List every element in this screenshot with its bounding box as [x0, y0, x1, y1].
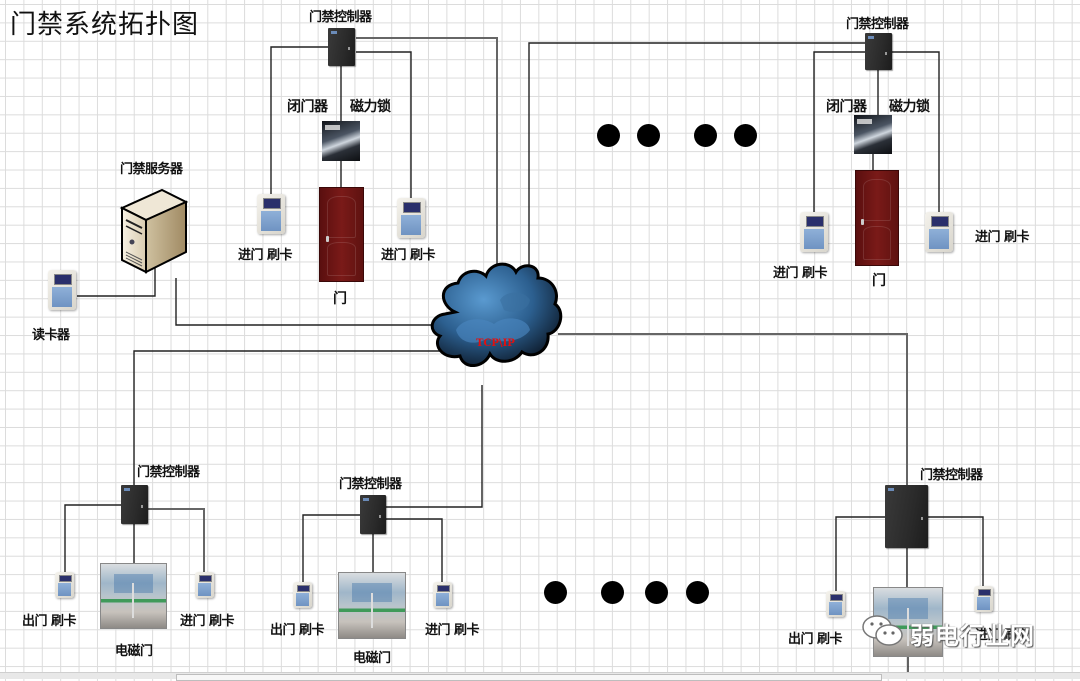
bm-access-controller: [360, 495, 386, 534]
br-card-reader-right: [974, 586, 993, 612]
ellipsis-dot: [694, 124, 717, 147]
card-reader-server: [48, 270, 76, 310]
watermark-text: 弱电行业网: [910, 621, 1035, 650]
wire-server-cloud: [175, 278, 445, 326]
br-card-reader-left: [826, 591, 845, 617]
bl-glass-door: [100, 563, 167, 629]
tr-door: [855, 170, 899, 266]
tl-closer-label: 闭门器: [287, 99, 328, 115]
tl-card-reader-right: [397, 198, 425, 238]
wire-br-controller-left-reader: [835, 516, 886, 592]
ellipsis-dot: [734, 124, 757, 147]
wire-br-controller-cloud: [558, 333, 908, 486]
wire-br-controller-right-reader: [928, 516, 984, 588]
bm-glass-door: [338, 572, 406, 639]
bm-door-label: 电磁门: [353, 651, 391, 666]
tr-magnetic-lock: [854, 115, 892, 154]
tl-access-controller: [328, 28, 355, 66]
wire-bl-controller-right-reader: [148, 508, 205, 574]
tr-reader-right-label: 进门 刷卡: [975, 230, 1030, 245]
tr-access-controller: [865, 33, 892, 70]
tl-door-label: 门: [333, 291, 347, 307]
server-label: 门禁服务器: [120, 162, 183, 177]
ellipsis-dot: [686, 581, 709, 604]
tr-card-reader-right: [925, 212, 953, 252]
tr-closer-label: 闭门器: [826, 99, 867, 115]
bm-reader-right-label: 进门 刷卡: [425, 623, 480, 638]
wire-reader-server: [77, 268, 156, 297]
tr-lock-label: 磁力锁: [889, 99, 930, 115]
tl-controller-label: 门禁控制器: [309, 10, 372, 25]
watermark: 弱电行业网: [862, 614, 1035, 652]
tl-reader-left-label: 进门 刷卡: [238, 248, 293, 263]
horizontal-scrollbar[interactable]: [0, 672, 1080, 681]
br-access-controller: [885, 485, 928, 548]
server-icon: [118, 186, 190, 278]
bm-card-reader-left: [293, 582, 312, 608]
tl-lock-label: 磁力锁: [350, 99, 391, 115]
wechat-icon: [862, 614, 904, 652]
network-label: TCP\IP: [476, 338, 515, 349]
ellipsis-dot: [637, 124, 660, 147]
wire-bl-controller-cloud: [133, 350, 445, 487]
bl-access-controller: [121, 485, 148, 524]
ellipsis-dot: [544, 581, 567, 604]
wire-tr-controller-left-reader: [813, 51, 866, 213]
br-reader-right-label: 进门 刷卡: [975, 628, 1030, 643]
tl-magnetic-lock: [322, 121, 360, 161]
ellipsis-dot: [601, 581, 624, 604]
card-reader-label: 读卡器: [32, 328, 70, 343]
page-title: 门禁系统拓扑图: [10, 10, 200, 40]
bl-reader-right-label: 进门 刷卡: [180, 614, 235, 629]
bl-reader-left-label: 出门 刷卡: [22, 614, 77, 629]
bl-door-label: 电磁门: [115, 644, 153, 659]
bl-controller-label: 门禁控制器: [137, 465, 200, 480]
tr-card-reader-left: [800, 212, 828, 252]
wire-bm-controller-right-reader: [386, 518, 443, 583]
br-reader-left-label: 出门 刷卡: [788, 632, 843, 647]
wire-tl-controller-left-reader: [270, 46, 328, 194]
bm-reader-left-label: 出门 刷卡: [270, 623, 325, 638]
tl-reader-right-label: 进门 刷卡: [381, 248, 436, 263]
ellipsis-dot: [645, 581, 668, 604]
tr-controller-label: 门禁控制器: [846, 17, 909, 32]
wire-bl-controller-left-reader: [64, 504, 121, 574]
wire-tr-controller-cloud: [528, 42, 866, 290]
tl-card-reader-left: [257, 194, 285, 234]
ellipsis-dot: [597, 124, 620, 147]
scrollbar-thumb[interactable]: [176, 674, 882, 681]
tr-door-label: 门: [872, 273, 886, 289]
wire-tr-controller-right-reader: [892, 51, 940, 212]
wire-tl-controller-right-reader: [356, 51, 412, 198]
wire-bm-controller-cloud: [386, 385, 483, 508]
wire-tl-controller-cloud: [356, 37, 498, 298]
network-cloud: [430, 262, 563, 367]
tr-reader-left-label: 进门 刷卡: [773, 266, 828, 281]
br-controller-label: 门禁控制器: [920, 468, 983, 483]
wire-bm-controller-left-reader: [302, 514, 360, 583]
tl-door: [319, 187, 364, 282]
bm-card-reader-right: [433, 582, 452, 608]
bl-card-reader-right: [195, 572, 214, 598]
bm-controller-label: 门禁控制器: [339, 477, 402, 492]
bl-card-reader-left: [55, 572, 74, 598]
